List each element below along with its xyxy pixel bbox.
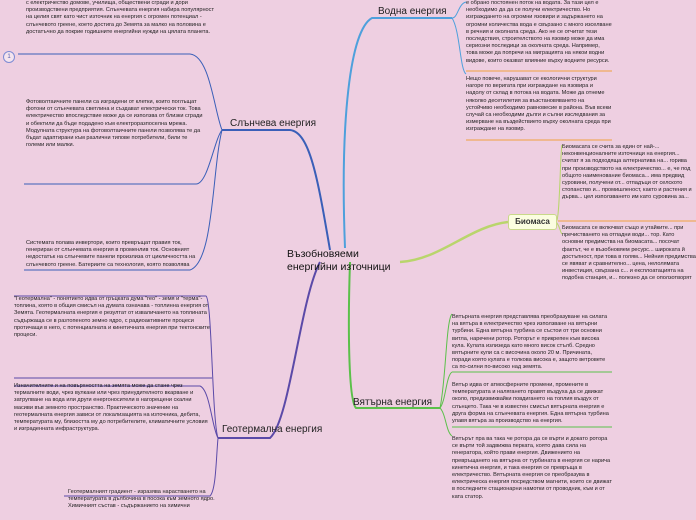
leaf-wind-turbines[interactable]: Вятърната енергия представлява преобразу… [452,314,608,371]
connector-biomass [399,220,509,264]
connector-water [342,17,452,249]
connector-wind [347,261,440,409]
connector-wind-leaf-1 [439,313,453,409]
branch-wind[interactable]: Вятърна енергия [353,397,433,408]
branch-solar[interactable]: Слънчева енергия [230,118,316,129]
collapse-toggle[interactable]: 1 [3,51,15,63]
leaf-wind-generator[interactable]: Вятърът пра ва така че ротора да се върт… [452,436,612,500]
branch-biomass[interactable]: Биомаса [508,214,557,230]
leaf-geo-gradient[interactable]: Геотермалният градиент - изразява нараст… [68,489,215,510]
leaf-solar-panels[interactable]: Фотоволтаичните панели са изградени от к… [26,99,203,149]
central-topic[interactable]: Възобновяеми енергийни източници [287,248,390,274]
connector-wind-leaf-3 [439,407,453,437]
leaf-water-ecology[interactable]: Нещо повече, нарушават се екологични стр… [466,76,612,133]
leaf-solar-inverters[interactable]: Системата полава инвертори, които превръ… [26,240,196,270]
connector-solar [222,129,331,251]
leaf-biomass-advantages[interactable]: Биомасата се включват също и утайките...… [562,225,696,283]
connector-water-leaf-top [451,1,467,19]
branch-geo[interactable]: Геотермална енергия [222,424,323,435]
leaf-geo-definition[interactable]: "Геотермална" - понятието идва от гръцка… [14,296,210,339]
connector-wind-leaf-2 [439,371,453,409]
central-topic-line-2: енергийни източници [287,261,391,273]
connector-geo [218,261,321,439]
leaf-solar-overview[interactable]: с електричество домове, училища, обществ… [26,0,215,35]
leaf-geo-usage[interactable]: Изначителните и на повърхността на земят… [14,383,208,433]
connector-water-leaf-low [451,17,467,75]
leaf-biomass-definition[interactable]: Биомасата се счита за един от най-... не… [562,144,692,201]
leaf-water-dams[interactable]: е обрано постоянен поток на водата. За т… [466,0,612,64]
branch-water[interactable]: Водна енергия [378,6,447,17]
central-topic-line-1: Възобновяеми [287,248,359,260]
leaf-wind-origin[interactable]: Вятър идва от атмосферните промени, пром… [452,382,609,425]
